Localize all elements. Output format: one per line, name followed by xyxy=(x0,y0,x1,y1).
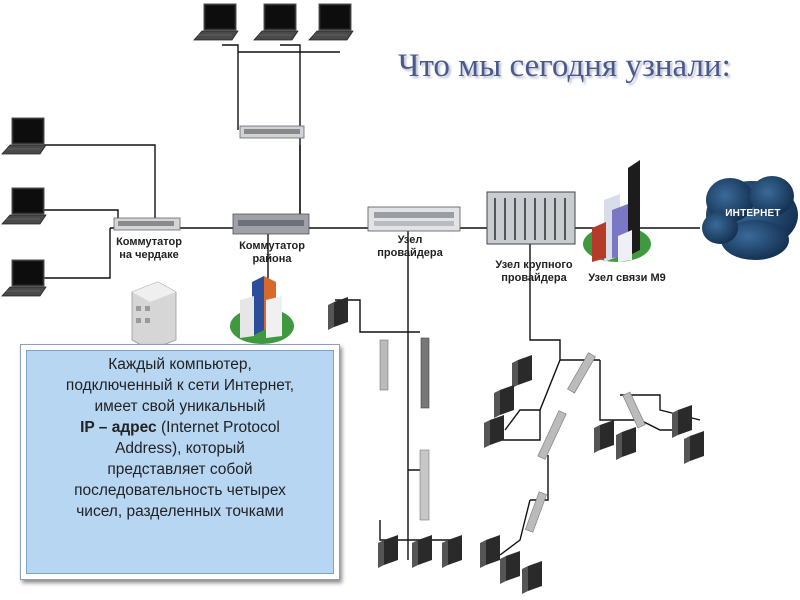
workstation-icon xyxy=(594,420,614,453)
m9-building-icon xyxy=(583,160,651,262)
small-switch-icon xyxy=(239,125,305,139)
hub-icon xyxy=(420,337,430,409)
callout-line: Address), который xyxy=(115,440,245,457)
workstation-icon xyxy=(494,385,514,418)
attic-switch-icon xyxy=(113,217,181,231)
provider-node-label: Узел провайдера xyxy=(377,234,443,259)
laptop-icon xyxy=(1,187,47,225)
big-provider-server-icon xyxy=(486,191,576,245)
callout-line: Каждый компьютер, xyxy=(108,356,252,373)
attic-switch-label: Коммутатор на чердаке xyxy=(116,236,182,261)
workstation-icon xyxy=(522,561,542,594)
callout-line: представляет собой xyxy=(107,461,253,478)
callout-line-rest: (Internet Protocol xyxy=(156,419,280,436)
workstation-icon xyxy=(500,551,520,584)
laptop-icon xyxy=(193,3,239,41)
big-provider-node-label: Узел крупного провайдера xyxy=(495,259,573,284)
workstation-icon xyxy=(512,355,532,388)
ip-address-term: IP – адрес xyxy=(80,419,157,436)
internet-label: ИНТЕРНЕТ xyxy=(725,208,781,219)
laptop-icon xyxy=(308,3,354,41)
laptop-icon xyxy=(253,3,299,41)
district-switch-icon xyxy=(232,213,310,235)
district-building-icon xyxy=(230,276,294,344)
workstation-icon xyxy=(480,535,500,568)
workstation-icon xyxy=(328,297,348,330)
workstation-icon xyxy=(484,415,504,448)
callout-line: IP – адрес (Internet Protocol xyxy=(27,417,333,438)
slide-title: Что мы сегодня узнали: xyxy=(398,48,731,84)
hub-icon xyxy=(379,339,389,391)
callout-line: чисел, разделенных точками xyxy=(76,503,284,520)
internet-cloud-icon xyxy=(702,176,798,260)
district-switch-label: Коммутатор района xyxy=(239,240,305,265)
laptop-icon xyxy=(1,259,47,297)
workstation-icon xyxy=(616,427,636,460)
hub-icon xyxy=(525,491,547,533)
hub-icon xyxy=(622,391,646,429)
m9-node-label: Узел связи М9 xyxy=(588,272,666,284)
hub-icon xyxy=(567,352,596,394)
callout-line: подключенный к сети Интернет, xyxy=(65,377,295,394)
workstation-icon xyxy=(684,431,704,464)
callout-text: Каждый компьютер, подключенный к сети Ин… xyxy=(26,350,334,574)
apartment-building-icon xyxy=(131,281,177,351)
ip-address-callout: Каждый компьютер, подключенный к сети Ин… xyxy=(20,344,340,580)
laptop-icon xyxy=(1,117,47,155)
callout-line: имеет свой уникальный xyxy=(94,398,266,415)
workstation-icon xyxy=(672,405,692,438)
callout-line: последовательность четырех xyxy=(74,482,286,499)
hub-icon xyxy=(537,410,567,460)
provider-node-icon xyxy=(367,206,461,232)
hub-icon xyxy=(419,449,430,521)
